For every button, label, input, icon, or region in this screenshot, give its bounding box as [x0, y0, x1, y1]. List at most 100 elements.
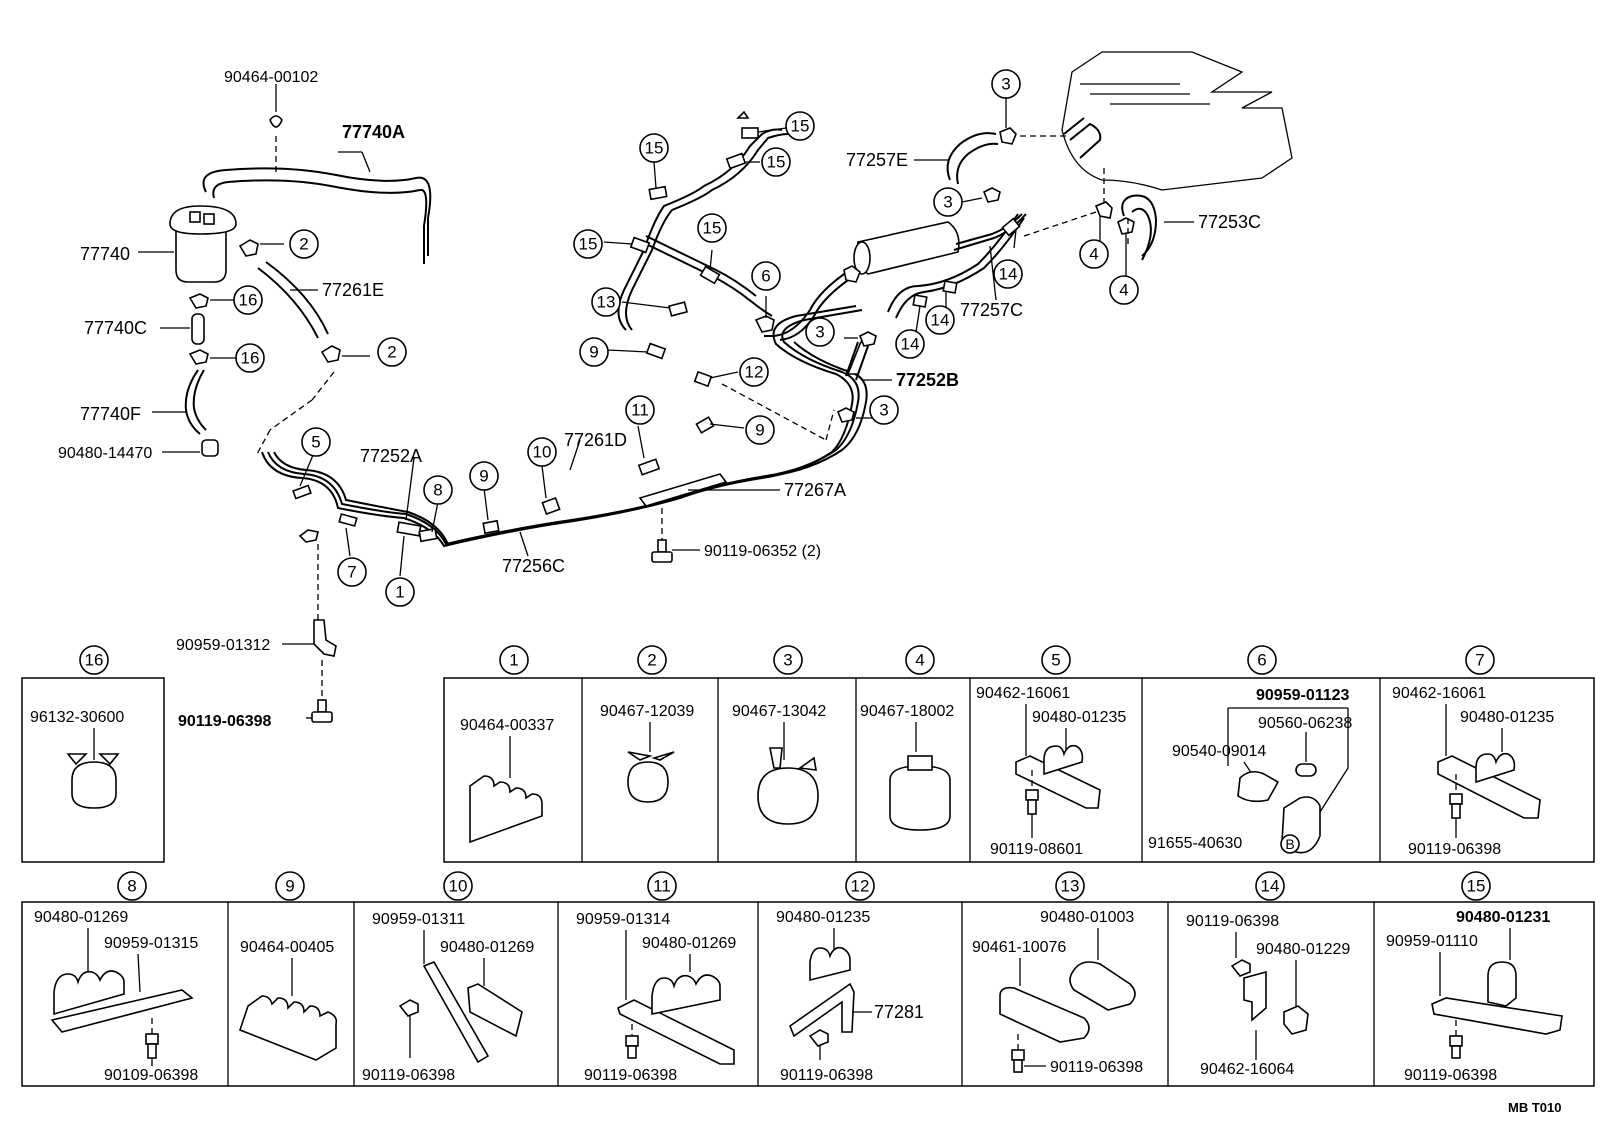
part-90467-18002: 90467-18002	[860, 703, 954, 720]
part-91655-40630: 91655-40630	[1148, 835, 1242, 852]
callout-15: 15	[579, 235, 598, 254]
part-90119-06398: 90119-06398	[1186, 913, 1279, 930]
part-90462-16064: 90462-16064	[1200, 1061, 1294, 1078]
detail-num-13: 13	[1061, 877, 1080, 896]
upper-pipes	[603, 110, 789, 429]
detail-row-1-frame	[443, 677, 1595, 863]
part-90464-00405: 90464-00405	[240, 939, 334, 956]
callout-14: 14	[901, 335, 920, 354]
detail-row-2: 8 9 10 11 12 13 14 15 90480-01269 90959-…	[21, 871, 1595, 1087]
part-90959-01110: 90959-01110	[1386, 933, 1478, 950]
clip-9-band-lower	[482, 519, 500, 535]
clip-5-band	[292, 484, 312, 500]
detail-num-11: 11	[653, 877, 671, 896]
part-90480-01235: 90480-01235	[1032, 709, 1126, 726]
callout-5: 5	[311, 433, 320, 452]
label-77252b: 77252B	[896, 370, 959, 390]
label-77253c: 77253C	[1198, 212, 1261, 232]
clip-2-illustration	[627, 761, 669, 803]
detail-num-12: 12	[851, 877, 870, 896]
part-90462-16061: 90462-16061	[976, 685, 1070, 702]
callout-2: 2	[387, 343, 396, 362]
grommet-90480-14470	[201, 439, 219, 457]
cushion-13-illustration	[1069, 961, 1136, 1011]
canister-group	[138, 84, 432, 457]
label-77267a: 77267A	[784, 480, 846, 500]
callout-4: 4	[1119, 281, 1128, 300]
part-90462-16061: 90462-16061	[1392, 685, 1486, 702]
filter-group	[764, 51, 1293, 423]
detail-num-14: 14	[1261, 877, 1280, 896]
label-90119-06398-main: 90119-06398	[178, 713, 272, 730]
callout-3: 3	[815, 323, 824, 342]
fuel-pipe-bundle	[261, 301, 868, 723]
main-labels: 90464-00102 77740A 77740 77261E 77740C 7…	[58, 69, 1561, 1115]
part-90959-01311: 90959-01311	[372, 911, 465, 928]
callout-14: 14	[931, 311, 950, 330]
cushion-90540-09014	[1237, 770, 1280, 803]
callout-10: 10	[533, 443, 552, 462]
clip-7-band	[338, 513, 358, 527]
clamp-14-illustration	[1283, 1005, 1309, 1035]
part-90119-06398: 90119-06398	[780, 1067, 873, 1084]
label-90119-06352: 90119-06352 (2)	[704, 543, 821, 560]
detail-num-7: 7	[1475, 651, 1484, 670]
hose-77253c	[1121, 194, 1158, 257]
callout-3: 3	[943, 193, 952, 212]
bracket-8-illustration	[50, 989, 194, 1033]
clamp-10-illustration	[467, 983, 523, 1038]
bracket-15-illustration	[1431, 997, 1563, 1035]
label-77256c: 77256C	[502, 556, 565, 576]
hose-77740a	[202, 167, 432, 256]
part-90119-06398: 90119-06398	[362, 1067, 455, 1084]
clip-9-illustration	[239, 995, 338, 1061]
callout-9: 9	[479, 467, 488, 486]
part-90119-06398: 90119-06398	[1408, 841, 1501, 858]
detail-num-9: 9	[285, 877, 294, 896]
main-callouts: 2 2 16 16 5 8 9 10 11 7 1 9 12 9 13 15 1…	[233, 69, 1139, 607]
part-90480-01003: 90480-01003	[1040, 909, 1134, 926]
part-90467-13042: 90467-13042	[732, 703, 826, 720]
bracket-11-illustration	[617, 999, 735, 1065]
bolt-90119-06398-main	[311, 711, 333, 723]
part-90540-09014: 90540-09014	[1172, 743, 1266, 760]
label-77740: 77740	[80, 244, 130, 264]
label-77740c: 77740C	[84, 318, 147, 338]
part-96132-30600: 96132-30600	[30, 709, 124, 726]
detail-num-15: 15	[1467, 877, 1486, 896]
clip-11-band	[637, 458, 661, 476]
diagram-code: MB T010	[1508, 1100, 1561, 1115]
detail-num-16: 16	[85, 651, 104, 670]
clamp-6	[754, 315, 775, 333]
clamp-8-illustration	[53, 970, 125, 1016]
clip-12-band	[693, 370, 713, 388]
callout-6: 6	[761, 267, 770, 286]
detail-num-4: 4	[915, 651, 924, 670]
clip-1-illustration	[469, 775, 543, 844]
detail-num-2: 2	[647, 651, 656, 670]
part-90480-01269: 90480-01269	[440, 939, 534, 956]
callout-3: 3	[879, 401, 888, 420]
callout-7: 7	[347, 563, 356, 582]
part-90464-00337: 90464-00337	[460, 717, 554, 734]
callout-16: 16	[241, 349, 260, 368]
callout-14: 14	[999, 265, 1018, 284]
plate-77267a	[638, 473, 728, 507]
part-90560-06238: 90560-06238	[1258, 715, 1352, 732]
part-90959-01123: 90959-01123	[1256, 687, 1350, 704]
collar-90560-06238	[1295, 763, 1317, 777]
part-90119-06398: 90119-06398	[1404, 1067, 1497, 1084]
part-90480-01229: 90480-01229	[1256, 941, 1350, 958]
callout-3: 3	[1001, 75, 1010, 94]
part-77281: 77281	[874, 1002, 924, 1022]
bolt-90119-06352	[651, 551, 673, 563]
label-77257c: 77257C	[960, 300, 1023, 320]
part-90480-01231: 90480-01231	[1456, 909, 1550, 926]
clip-2-bottom	[320, 345, 341, 363]
bracket-10-illustration	[422, 960, 490, 1064]
part-90480-01235: 90480-01235	[776, 909, 870, 926]
detail-box-16	[21, 677, 165, 863]
bracket-14-illustration	[1243, 970, 1267, 1022]
